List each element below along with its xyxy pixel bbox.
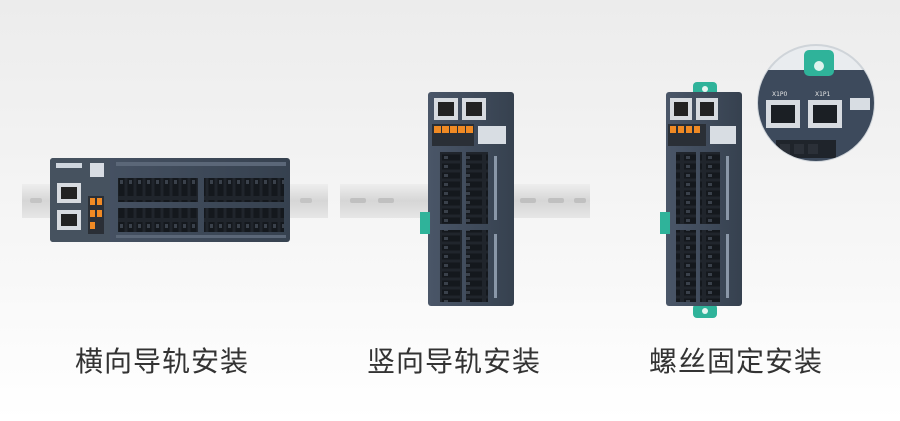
terminal-block <box>700 152 720 224</box>
terminal-block <box>440 152 462 224</box>
vertical-rail-mount <box>340 92 590 306</box>
terminal-block <box>118 178 198 202</box>
power-connector <box>432 124 474 146</box>
screw-mount: X1P0 X1P1 <box>660 44 875 318</box>
horizontal-rail-mount <box>22 158 328 242</box>
port-label: X1P0 <box>772 91 788 98</box>
terminal-block <box>676 152 696 224</box>
terminal-block <box>676 230 696 302</box>
terminal-block <box>204 178 284 202</box>
terminal-block <box>700 230 720 302</box>
caption-screw-mount: 螺丝固定安装 <box>648 345 823 378</box>
power-connector <box>668 124 706 146</box>
power-connector <box>88 196 104 234</box>
terminal-block <box>466 152 488 224</box>
zoom-callout: X1P0 X1P1 <box>757 44 875 162</box>
terminal-block <box>118 208 198 232</box>
terminal-block <box>204 208 284 232</box>
ethernet-port-icon <box>57 183 81 230</box>
ethernet-port-icon <box>434 98 486 120</box>
terminal-block <box>466 230 488 302</box>
caption-horizontal-rail: 横向导轨安装 <box>74 345 249 378</box>
caption-vertical-rail: 竖向导轨安装 <box>366 345 541 378</box>
port-label: X1P1 <box>815 91 831 98</box>
ethernet-port-icon <box>670 98 718 120</box>
terminal-block <box>440 230 462 302</box>
